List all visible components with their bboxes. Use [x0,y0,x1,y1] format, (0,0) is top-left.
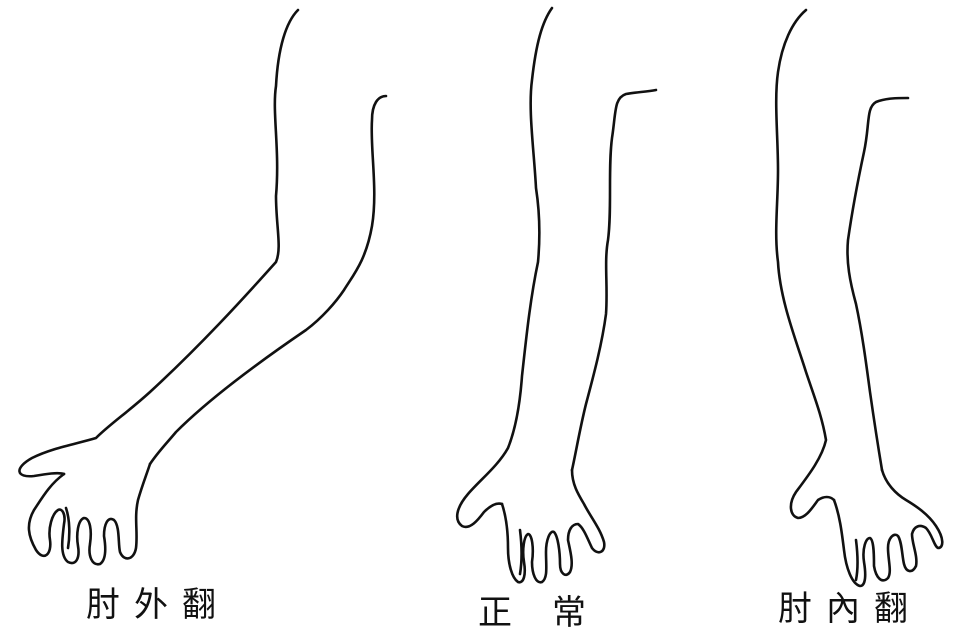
arm-normal-finger-groove [520,530,522,574]
arm-normal-inner-edge [572,90,656,470]
arm-elbow-varus [776,10,942,586]
label-elbow-varus: 肘內翻 [778,592,922,626]
arm-normal-hand [502,470,604,582]
label-normal: 正常 [478,596,626,630]
arm-normal-outer-edge [457,8,552,527]
arm-varus-outer-edge [776,10,834,518]
arm-varus-finger-groove [856,540,858,580]
arm-varus-hand [834,470,942,586]
label-elbow-valgus: 肘外翻 [86,588,230,622]
arm-valgus-hand [29,464,150,564]
arm-valgus-outer-edge [19,10,298,476]
arm-valgus-inner-edge [150,96,386,464]
arm-valgus-finger-groove [66,508,69,548]
arm-elbow-valgus [19,10,386,564]
arm-varus-inner-edge [847,98,908,470]
arm-normal [457,8,656,582]
